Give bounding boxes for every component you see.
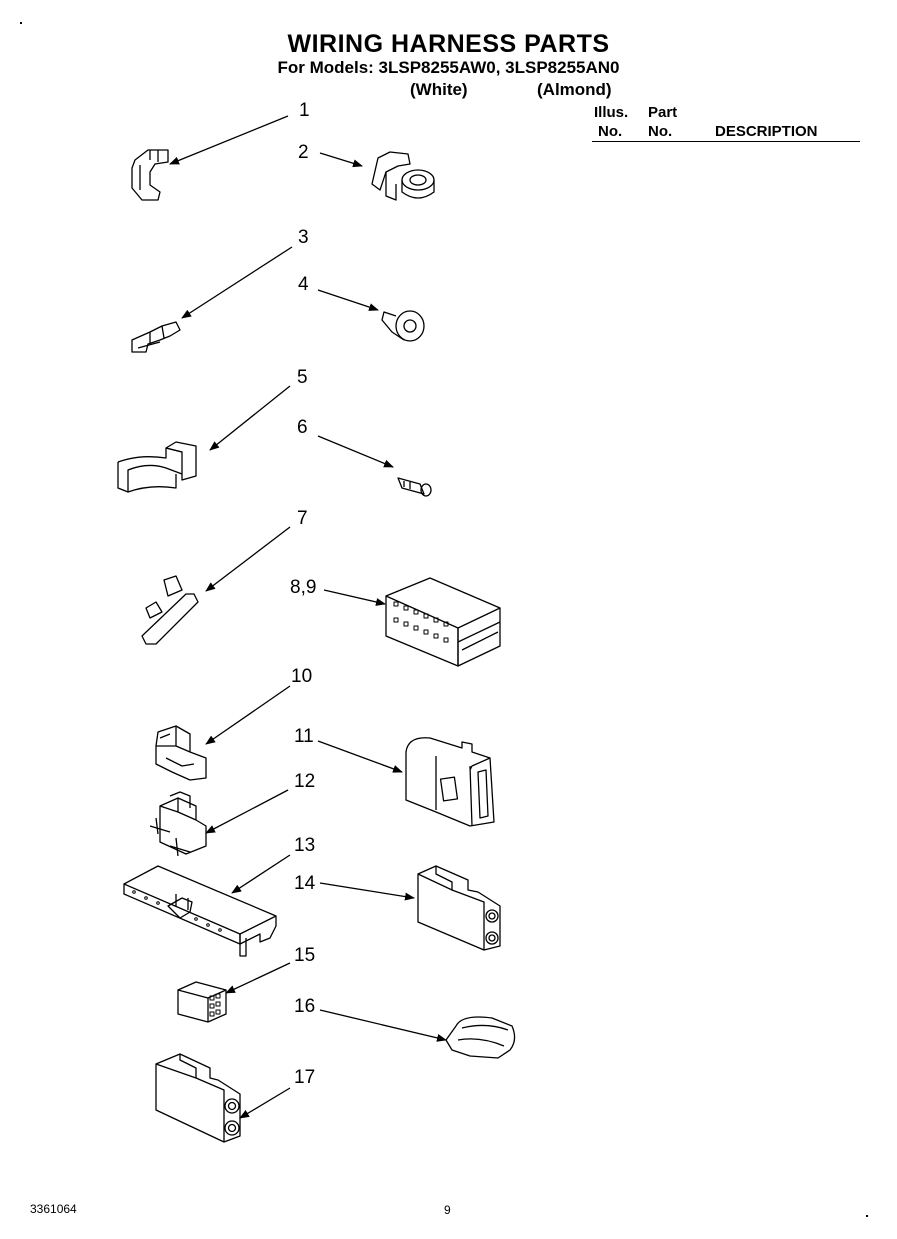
callout-6: 6 (297, 417, 308, 438)
header-rule (592, 141, 860, 142)
illus-header-1: Illus. (594, 104, 629, 121)
leader-6 (317, 435, 394, 468)
leader-1 (169, 115, 289, 165)
part-6-push-pin-drawing (397, 477, 432, 497)
part-5-strap-clamp-drawing (117, 441, 197, 493)
leader-4 (317, 289, 379, 311)
callout-12: 12 (294, 771, 316, 792)
part-8-9-connector-drawing (385, 577, 501, 667)
part-header-2: No. (648, 123, 673, 140)
part-11-housing-drawing (405, 737, 495, 827)
doc-number: 3361064 (30, 1202, 77, 1216)
callout-16: 16 (294, 996, 316, 1017)
callout-10: 10 (291, 666, 313, 687)
callout-7: 7 (297, 508, 308, 529)
leader-11 (317, 740, 403, 773)
part-header-1: Part (648, 104, 678, 121)
leader-12 (205, 789, 289, 834)
illus-header-2: No. (598, 123, 623, 140)
leader-14 (319, 882, 415, 901)
page-title: WIRING HARNESS PARTS (287, 30, 610, 58)
part-17-connector-drawing (155, 1053, 241, 1143)
callout-8-9: 8,9 (290, 577, 317, 598)
callout-2: 2 (298, 142, 309, 163)
leader-8-9 (323, 589, 386, 606)
callout-14: 14 (294, 873, 316, 894)
part-3-wire-clip-drawing (131, 321, 181, 353)
description-header: DESCRIPTION (715, 123, 818, 140)
leader-7 (205, 526, 291, 592)
part-14-connector-drawing (417, 865, 501, 951)
part-16-cap-drawing (445, 1016, 516, 1059)
part-1-clip-drawing (131, 149, 169, 201)
callout-17: 17 (294, 1067, 316, 1088)
callout-3: 3 (298, 227, 309, 248)
leader-5 (209, 385, 291, 451)
color-almond: (Almond) (537, 80, 612, 99)
part-2-round-clip-drawing (371, 151, 435, 201)
leader-13 (231, 854, 291, 894)
part-15-connector-drawing (177, 981, 227, 1023)
part-7-tie-down-drawing (141, 575, 199, 645)
page-number: 9 (444, 1203, 451, 1217)
part-12-connector-drawing (149, 791, 207, 857)
leader-17 (239, 1087, 291, 1119)
callout-15: 15 (294, 945, 316, 966)
callout-1: 1 (299, 100, 310, 121)
leader-15 (225, 962, 291, 994)
models-subtitle: For Models: 3LSP8255AW0, 3LSP8255AN0 (277, 58, 620, 77)
speck-top-left (20, 22, 22, 24)
callout-11: 11 (294, 726, 314, 747)
color-white: (White) (410, 80, 468, 99)
callout-13: 13 (294, 835, 316, 856)
speck-bottom-right (866, 1215, 868, 1217)
part-4-grommet-drawing (381, 310, 425, 342)
callout-5: 5 (297, 367, 308, 388)
part-10-connector-drawing (155, 725, 207, 781)
leader-3 (181, 246, 293, 319)
callout-4: 4 (298, 274, 309, 295)
leader-2 (319, 152, 363, 168)
leader-10 (205, 685, 291, 745)
part-13-long-connector-drawing (123, 865, 277, 957)
leader-16 (319, 1009, 447, 1042)
